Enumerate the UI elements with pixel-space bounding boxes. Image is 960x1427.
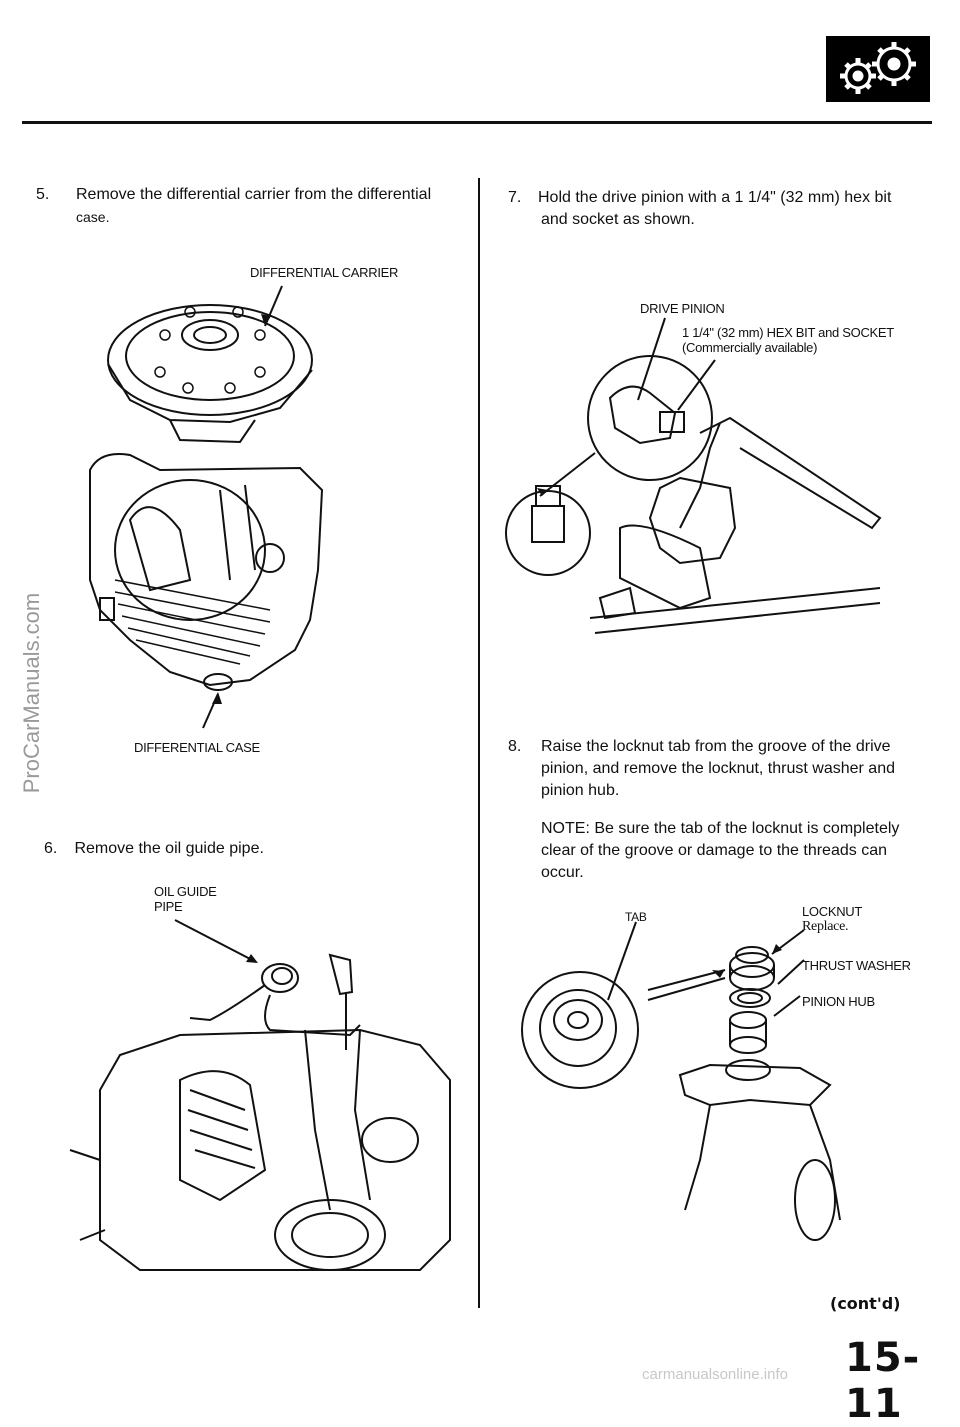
- note-text: clear of the groove or damage to the thr…: [541, 842, 887, 859]
- step-text: Raise the locknut tab from the groove of…: [541, 738, 891, 755]
- step-text: Hold the drive pinion with a 1 1/4" (32 …: [538, 189, 892, 206]
- step-8: 8. Raise the locknut tab from the groove…: [508, 736, 913, 802]
- step-5: 5. Remove the differential carrier from …: [36, 184, 446, 228]
- label-differential-carrier: DIFFERENTIAL CARRIER: [250, 265, 399, 280]
- note-text: NOTE: Be sure the tab of the locknut is …: [541, 820, 900, 837]
- label-tab: TAB: [625, 910, 647, 924]
- step-text-cont: pinion, and remove the locknut, thrust w…: [541, 760, 895, 777]
- label-line: OIL GUIDE: [154, 884, 217, 899]
- label-line: Replace.: [802, 919, 849, 934]
- label-line: LOCKNUT: [802, 904, 863, 919]
- step-text-cont: pinion hub.: [541, 782, 620, 799]
- footer-watermark: carmanualsonline.info: [642, 1366, 788, 1383]
- figure-oil-guide-pipe: [60, 910, 460, 1295]
- label-locknut: LOCKNUT Replace.: [802, 904, 862, 934]
- note-text: occur.: [541, 864, 584, 881]
- step-text-cont: case.: [76, 209, 110, 225]
- step-number: 6.: [44, 840, 58, 857]
- label-line: PIPE: [154, 899, 183, 914]
- figure-differential: [70, 280, 410, 740]
- note: NOTE: Be sure the tab of the locknut is …: [541, 818, 913, 884]
- step-text: Remove the differential carrier from the…: [76, 186, 432, 203]
- column-divider: [478, 178, 480, 1308]
- gear-icon: [840, 42, 916, 94]
- step-number: 5.: [36, 186, 50, 203]
- label-drive-pinion: DRIVE PINION: [640, 301, 725, 316]
- side-watermark: ProCarManuals.com: [19, 592, 44, 794]
- step-number: 7.: [508, 189, 522, 206]
- label-pinion-hub: PINION HUB: [802, 994, 875, 1009]
- figure-locknut: [510, 920, 910, 1250]
- label-oil-guide-pipe: OIL GUIDE PIPE: [154, 884, 217, 914]
- label-line: (Commercially available): [682, 340, 818, 355]
- step-text-cont: and socket as shown.: [541, 211, 695, 228]
- step-6: 6. Remove the oil guide pipe.: [44, 838, 364, 860]
- label-differential-case: DIFFERENTIAL CASE: [134, 740, 260, 755]
- label-hex-bit-socket: 1 1/4" (32 mm) HEX BIT and SOCKET (Comme…: [682, 325, 894, 355]
- step-number: 8.: [508, 738, 522, 755]
- continued-label: (cont'd): [830, 1294, 901, 1313]
- label-line: 1 1/4" (32 mm) HEX BIT and SOCKET: [682, 325, 894, 340]
- figure-hex-bit: [500, 317, 900, 658]
- step-text: Remove the oil guide pipe.: [74, 840, 264, 857]
- header-rule: [22, 121, 932, 124]
- label-thrust-washer: THRUST WASHER: [802, 958, 911, 973]
- step-7: 7. Hold the drive pinion with a 1 1/4" (…: [508, 187, 913, 231]
- section-gear-icon: [826, 36, 930, 102]
